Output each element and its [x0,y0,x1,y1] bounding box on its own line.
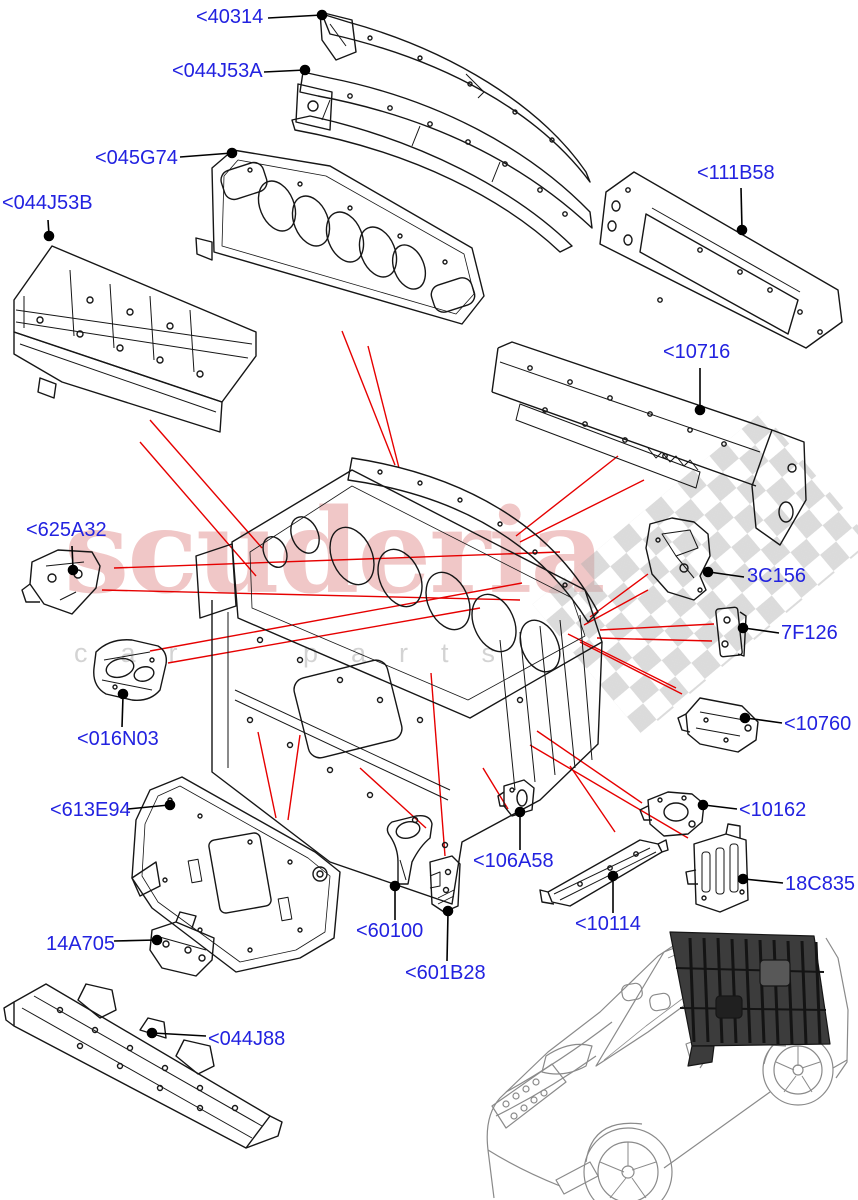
part-label-016N03[interactable]: <016N03 [77,728,159,750]
part-label-14A705[interactable]: 14A705 [46,933,115,955]
part-label-10162[interactable]: <10162 [739,799,807,821]
part-045G74-drawing [195,149,485,325]
part-label-60100[interactable]: <60100 [356,920,424,942]
part-label-10114[interactable]: <10114 [575,913,641,935]
part-label-044J88[interactable]: <044J88 [208,1028,286,1050]
callout-lines [101,330,715,857]
part-10162-drawing [639,791,705,837]
part-10114-drawing [539,839,669,907]
part-111B58-drawing [599,171,843,349]
part-10760-drawing [677,697,759,753]
part-60100-drawing [386,814,433,885]
part-601B28-drawing [429,855,461,913]
part-18C835-drawing [685,823,749,913]
part-613E94-drawing [131,776,341,973]
part-label-18C835[interactable]: 18C835 [785,873,856,895]
part-14A705-drawing [149,911,215,977]
part-label-7F126[interactable]: 7F126 [781,622,838,644]
part-label-044J53A[interactable]: <044J53A [172,60,263,82]
part-label-044J53B[interactable]: <044J53B [2,192,93,214]
part-044J53A-drawing [291,71,593,253]
part-106A58-drawing [497,779,535,817]
leader-lines [43,9,784,1039]
part-044J88-drawing [3,983,283,1149]
central-assembly-drawing [195,457,603,905]
part-40314-drawing [319,11,591,183]
part-625A32-drawing [21,549,101,615]
part-label-10716[interactable]: <10716 [663,341,731,363]
part-016N03-drawing [93,639,168,701]
part-10716-drawing [491,341,807,546]
part-044J53B-drawing [13,245,257,433]
part-label-111B58[interactable]: <111B58 [697,162,775,184]
part-label-613E94[interactable]: <613E94 [50,799,131,821]
part-label-045G74[interactable]: <045G74 [95,147,178,169]
part-label-625A32[interactable]: <625A32 [26,519,107,541]
vehicle-highlighted-bulkhead [669,931,831,1067]
part-label-3C156[interactable]: 3C156 [747,565,806,587]
part-label-40314[interactable]: <40314 [196,6,264,28]
part-label-601B28[interactable]: <601B28 [405,962,486,984]
vehicle-illustration [486,931,849,1200]
watermark-title: scuderia [64,484,606,620]
part-label-106A58[interactable]: <106A58 [473,850,554,872]
part-3C156-drawing [645,517,711,601]
part-label-10760[interactable]: <10760 [784,713,852,735]
